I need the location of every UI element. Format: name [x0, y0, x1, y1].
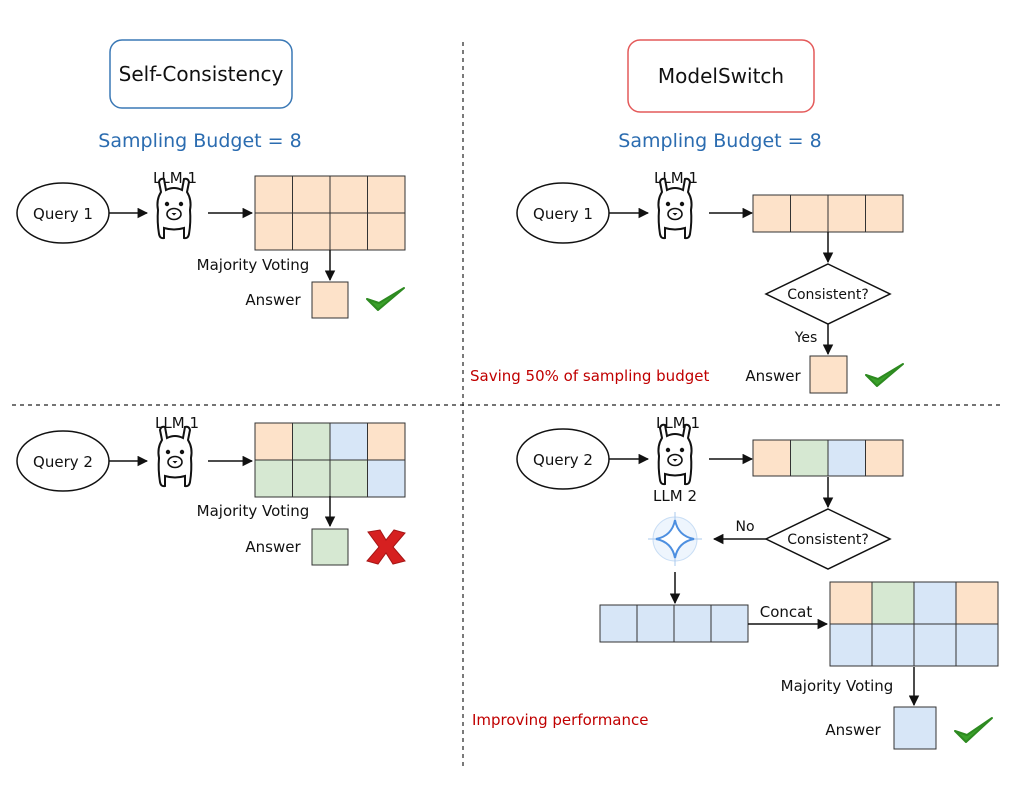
right-q2-majority-voting: Majority Voting	[781, 677, 894, 695]
cross-icon	[366, 529, 406, 565]
sample-cell	[599, 604, 638, 643]
sample-cell	[827, 194, 866, 233]
right-q2-decision-label: Consistent?	[787, 532, 869, 548]
llama-icon	[157, 425, 193, 488]
sample-cell	[254, 175, 293, 214]
right-q2-sample-row	[752, 439, 904, 477]
sample-cell	[292, 459, 331, 498]
sample-cell	[329, 175, 368, 214]
left-q2-majority-voting: Majority Voting	[197, 502, 310, 520]
left-query1-label: Query 1	[33, 205, 93, 223]
right-q1-answer-box	[809, 355, 848, 394]
saving-budget-note: Saving 50% of sampling budget	[470, 367, 709, 385]
sample-cell	[292, 212, 331, 251]
left-q1-answer-box	[311, 281, 349, 319]
sample-cell	[367, 422, 406, 461]
sample-cell	[955, 623, 999, 667]
sample-cell	[955, 581, 999, 625]
sample-cell	[913, 581, 957, 625]
sample-cell	[367, 459, 406, 498]
right-q1-decision-label: Consistent?	[787, 287, 869, 303]
sample-cell	[254, 212, 293, 251]
sample-cell	[673, 604, 712, 643]
sample-cell	[752, 194, 791, 233]
sample-cell	[636, 604, 675, 643]
check-icon	[865, 363, 904, 387]
left-q2-sample-grid	[254, 422, 406, 498]
left-q2-answer-label: Answer	[245, 538, 301, 556]
right-sampling-budget: Sampling Budget = 8	[618, 130, 821, 152]
right-concat-label: Concat	[760, 603, 813, 621]
llama-icon	[657, 423, 693, 486]
sample-cell	[865, 439, 904, 477]
right-q1-answer-label: Answer	[745, 367, 801, 385]
sample-cell	[367, 212, 406, 251]
modelswitch-title-box	[627, 39, 815, 113]
sample-cell	[254, 459, 293, 498]
sample-cell	[752, 439, 791, 477]
right-q2-llm2-label: LLM 2	[653, 487, 697, 505]
right-q2-consistent-decision	[764, 508, 892, 570]
sample-cell	[790, 194, 829, 233]
sample-cell	[871, 581, 915, 625]
sample-cell	[829, 581, 873, 625]
right-q2-answer-box	[893, 706, 937, 750]
sample-cell	[829, 623, 873, 667]
sample-cell	[865, 194, 904, 233]
sparkle-icon	[648, 512, 702, 566]
check-icon	[954, 717, 993, 743]
sample-cell	[913, 623, 957, 667]
llama-icon	[156, 177, 192, 240]
left-sampling-budget: Sampling Budget = 8	[98, 130, 301, 152]
modelswitch-title: ModelSwitch	[658, 64, 784, 88]
check-icon	[366, 287, 405, 311]
right-q2-no-label: No	[735, 519, 754, 535]
sample-cell	[329, 212, 368, 251]
left-q1-majority-voting: Majority Voting	[197, 256, 310, 274]
sample-cell	[329, 422, 368, 461]
sample-cell	[367, 175, 406, 214]
left-q2-answer-box	[311, 528, 349, 566]
sample-cell	[292, 175, 331, 214]
self-consistency-title: Self-Consistency	[119, 62, 284, 86]
right-query1-label: Query 1	[533, 205, 593, 223]
improving-performance-note: Improving performance	[472, 711, 648, 729]
sample-cell	[871, 623, 915, 667]
right-q2-answer-label: Answer	[825, 721, 881, 739]
sample-cell	[292, 422, 331, 461]
right-q2-combined-grid	[829, 581, 999, 667]
left-q1-answer-label: Answer	[245, 291, 301, 309]
right-q1-yes-label: Yes	[794, 330, 818, 346]
right-llm2-sample-row	[599, 604, 749, 643]
right-q1-sample-row	[752, 194, 904, 233]
sample-cell	[790, 439, 829, 477]
left-q1-sample-grid	[254, 175, 406, 251]
left-query2-label: Query 2	[33, 453, 93, 471]
sample-cell	[254, 422, 293, 461]
sample-cell	[827, 439, 866, 477]
sample-cell	[710, 604, 749, 643]
right-query2-label: Query 2	[533, 451, 593, 469]
sample-cell	[329, 459, 368, 498]
self-consistency-title-box	[109, 39, 293, 109]
llama-icon	[657, 177, 693, 240]
